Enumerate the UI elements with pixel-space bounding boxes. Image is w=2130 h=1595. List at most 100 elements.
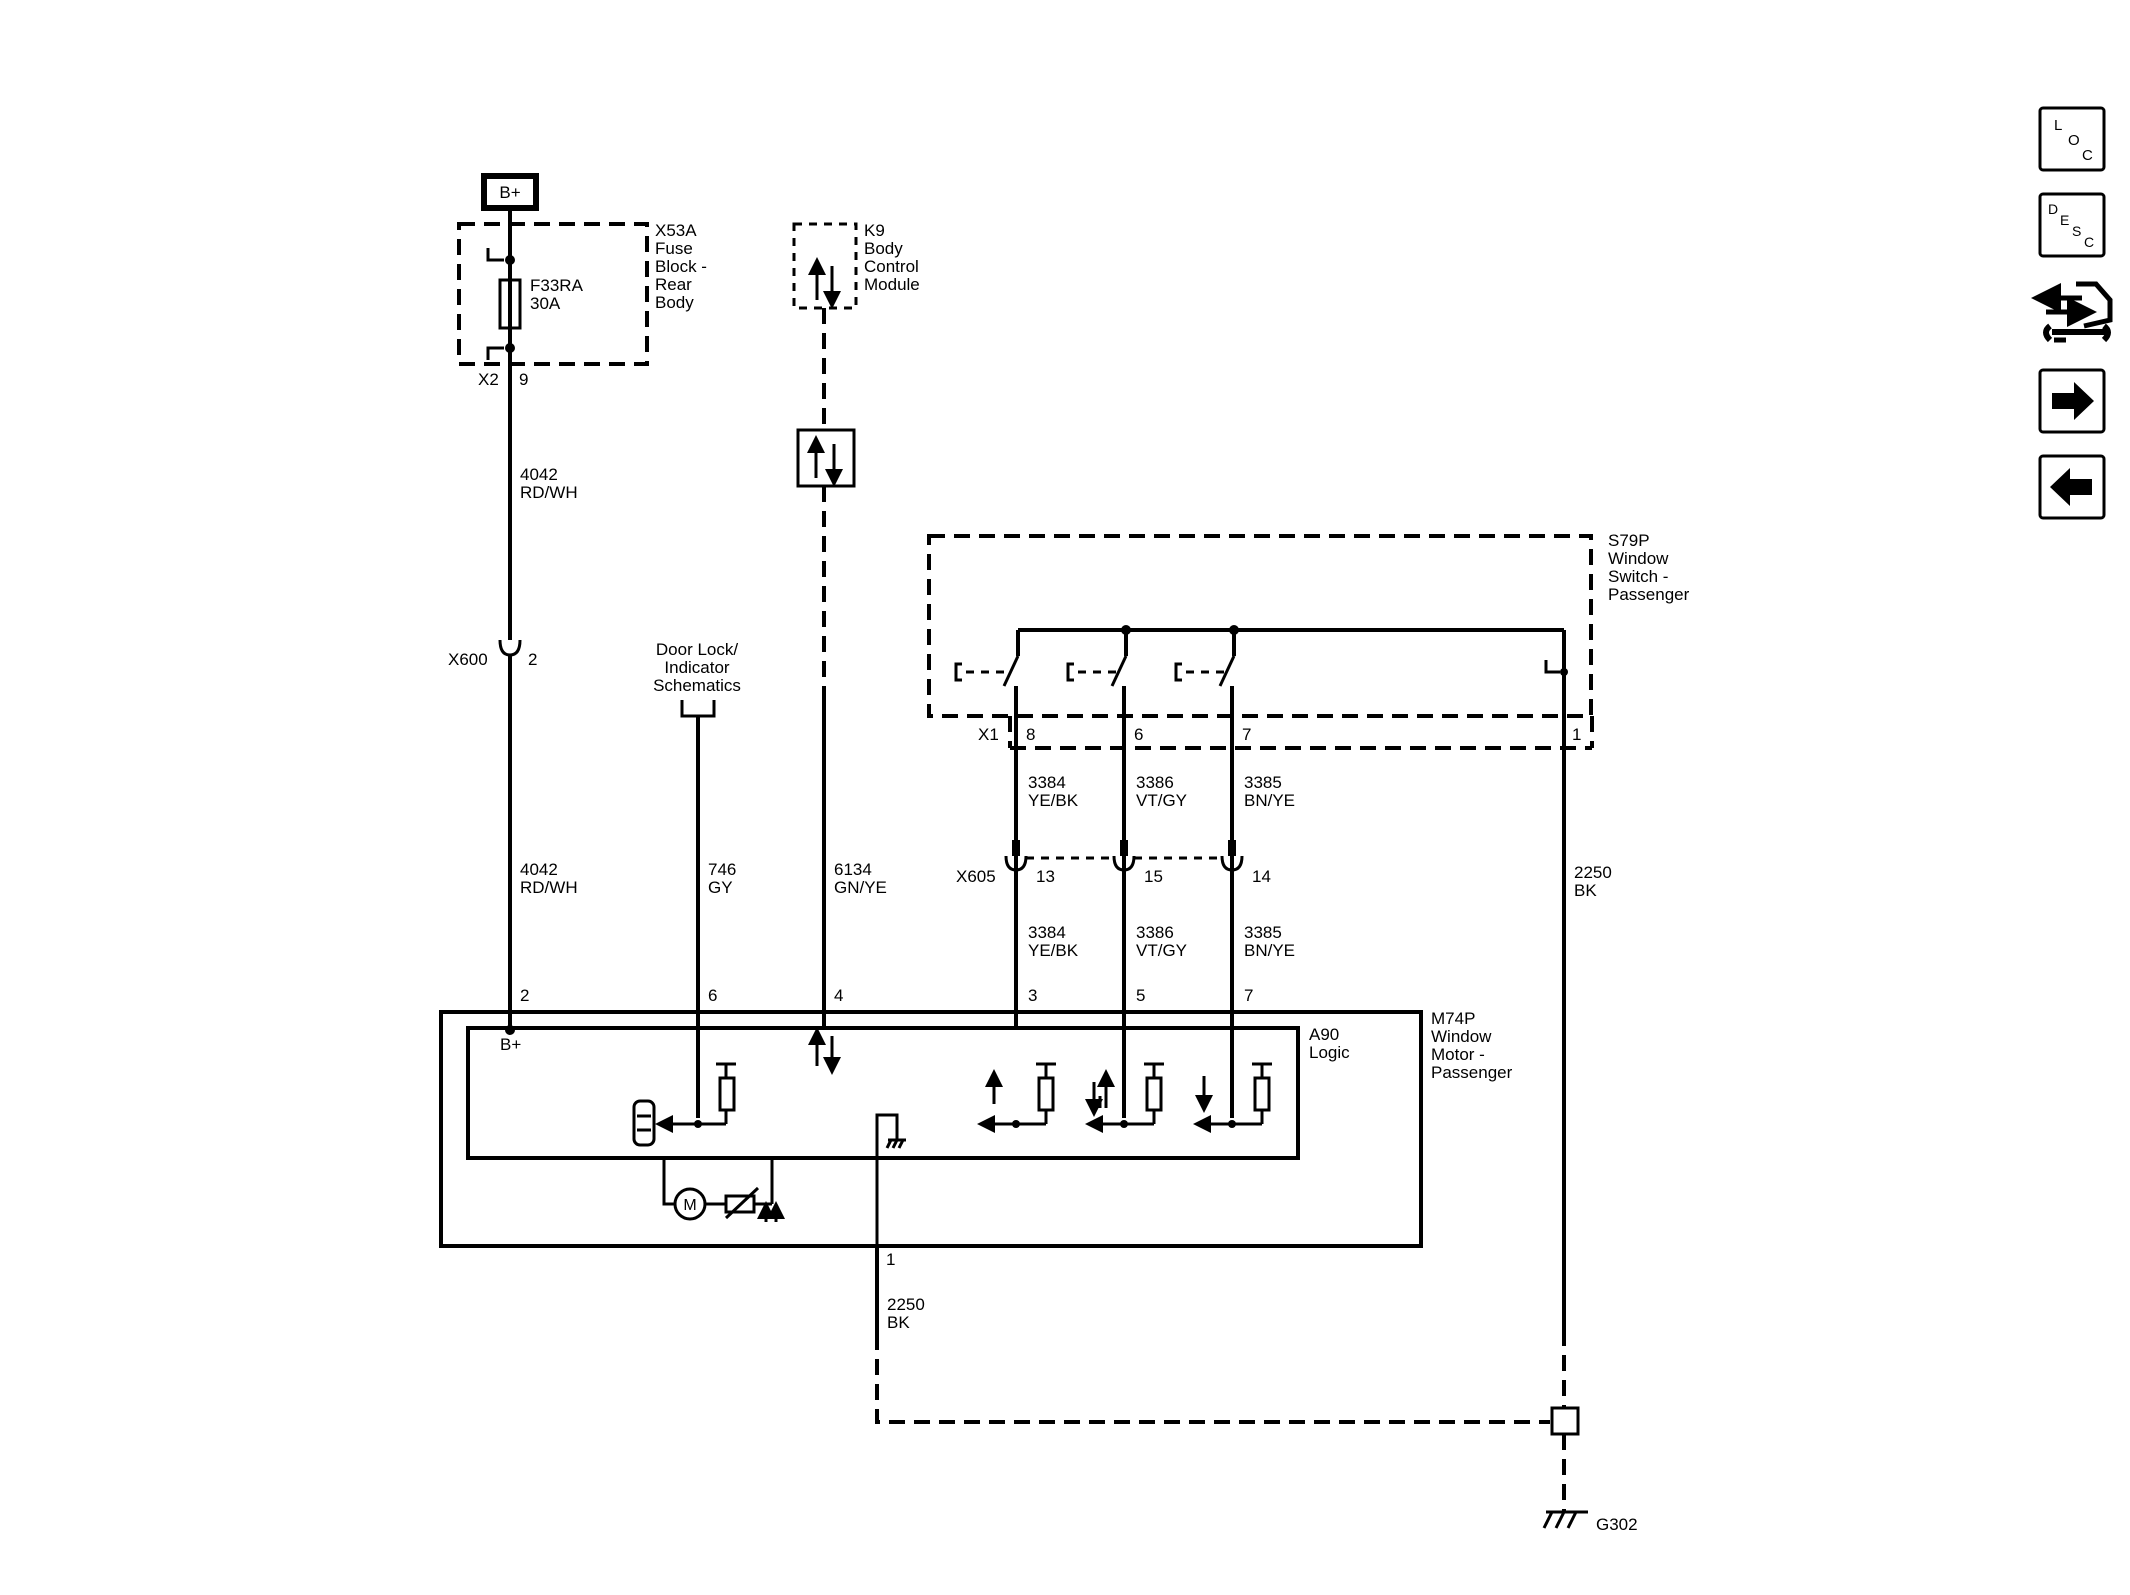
motor-line-1: M74P xyxy=(1431,1009,1475,1028)
x605-pin-13: 13 xyxy=(1036,867,1055,886)
motor-pin-5: 5 xyxy=(1136,986,1145,1005)
pullup-resistor-1 xyxy=(698,1062,736,1126)
motor-pin-7: 7 xyxy=(1244,986,1253,1005)
wire-3386-lower-circuit: 3386 xyxy=(1136,923,1174,942)
wire-3384-upper-color: YE/BK xyxy=(1028,791,1079,810)
window-switch: S79P Window Switch - Passenger X1 8 6 7 … xyxy=(927,531,1690,1118)
fuse-block-line-1: X53A xyxy=(655,221,697,240)
loc-button[interactable]: L O C xyxy=(2038,106,2106,172)
wire-3386-upper-circuit: 3386 xyxy=(1136,773,1174,792)
x605-pin-14: 14 xyxy=(1252,867,1271,886)
ground-splice xyxy=(1550,1406,1580,1512)
wire-2250-motor-circuit: 2250 xyxy=(887,1295,925,1314)
fuse-block-line-4: Rear xyxy=(655,275,692,294)
logic-bplus-label: B+ xyxy=(500,1035,521,1054)
motor-line-4: Passenger xyxy=(1431,1063,1513,1082)
wire-3384-upper-circuit: 3384 xyxy=(1028,773,1066,792)
motor-pin-6: 6 xyxy=(708,986,717,1005)
x605-pin-15: 15 xyxy=(1144,867,1163,886)
down-input-icon xyxy=(1193,1062,1272,1133)
wire-3384-lower-circuit: 3384 xyxy=(1028,923,1066,942)
x605-connector: X605 13 15 14 xyxy=(956,840,1271,886)
desc-letter-1: D xyxy=(2048,201,2058,217)
bcm-line-2: Body xyxy=(864,239,903,258)
window-switch-line-4: Passenger xyxy=(1608,585,1690,604)
wire-3384-lower-color: YE/BK xyxy=(1028,941,1079,960)
window-switch-pin-7: 7 xyxy=(1242,725,1251,744)
motor-line-3: Motor - xyxy=(1431,1045,1485,1064)
fuse-block-line-5: Body xyxy=(655,293,694,312)
wire-3385-lower-color: BN/YE xyxy=(1244,941,1295,960)
wire-2250-motor-color: BK xyxy=(887,1313,910,1332)
motor-pin-3: 3 xyxy=(1028,986,1037,1005)
motor-ground-pin: 1 xyxy=(886,1250,895,1269)
door-lock-indicator-icon xyxy=(632,1099,656,1147)
window-switch-pin-8: 8 xyxy=(1026,725,1035,744)
logic-line-2: Logic xyxy=(1309,1043,1350,1062)
wire-6134-color: GN/YE xyxy=(834,878,887,897)
window-motor: 2 6 4 3 5 7 M74P Window Motor - Passenge… xyxy=(439,986,1513,1269)
battery-supply: B+ xyxy=(481,173,539,211)
serial-data-symbol xyxy=(796,428,856,488)
motor-pin-4: 4 xyxy=(834,986,843,1005)
door-lock-line-1: Door Lock/ xyxy=(656,640,738,659)
bcm-line-4: Module xyxy=(864,275,920,294)
connector-tool-icon[interactable] xyxy=(2031,281,2113,343)
loc-letter-1: L xyxy=(2054,117,2062,134)
wire-4042-upper-color: RD/WH xyxy=(520,483,578,502)
window-switch-connector: X1 xyxy=(978,725,999,744)
wire-4042-lower-circuit: 4042 xyxy=(520,860,558,879)
door-lock-line-2: Indicator xyxy=(664,658,730,677)
motor-pin-2: 2 xyxy=(520,986,529,1005)
battery-label: B+ xyxy=(499,183,520,202)
fuse-symbol xyxy=(498,278,522,330)
wire-3385-upper-color: BN/YE xyxy=(1244,791,1295,810)
wire-746-color: GY xyxy=(708,878,733,897)
express-input-icon xyxy=(1085,1062,1164,1133)
window-switch-pin-6: 6 xyxy=(1134,725,1143,744)
wire-3386-lower-color: VT/GY xyxy=(1136,941,1187,960)
window-switch-pin-1: 1 xyxy=(1572,725,1581,744)
wire-4042-upper-circuit: 4042 xyxy=(520,465,558,484)
logic-line-1: A90 xyxy=(1309,1025,1339,1044)
wire-3386-upper-color: VT/GY xyxy=(1136,791,1187,810)
wire-4042-lower-color: RD/WH xyxy=(520,878,578,897)
arrow-right-icon[interactable] xyxy=(2038,368,2106,434)
x600-pin: 2 xyxy=(528,650,537,669)
wire-2250-right-circuit: 2250 xyxy=(1574,863,1612,882)
motor-symbol-label: M xyxy=(683,1197,696,1214)
serial-data-inside-icon xyxy=(808,1027,841,1075)
x605-name: X605 xyxy=(956,867,996,886)
door-lock-line-3: Schematics xyxy=(653,676,741,695)
desc-button[interactable]: D E S C xyxy=(2038,192,2106,258)
wire-3385-lower-circuit: 3385 xyxy=(1244,923,1282,942)
x600-connector: X600 2 xyxy=(448,630,537,669)
up-input-icon xyxy=(977,1062,1056,1133)
window-switch-line-3: Switch - xyxy=(1608,567,1668,586)
x600-name: X600 xyxy=(448,650,488,669)
desc-letter-3: S xyxy=(2072,223,2081,239)
wire-6134-circuit: 6134 xyxy=(834,860,872,879)
fuse-rating: 30A xyxy=(530,294,561,313)
ground-g302: G302 xyxy=(1542,1510,1638,1534)
fuse-name: F33RA xyxy=(530,276,584,295)
wire-2250-right-color: BK xyxy=(1574,881,1597,900)
motor-line-2: Window xyxy=(1431,1027,1492,1046)
fuse-block: F33RA 30A X53A Fuse Block - Rear Body X2… xyxy=(457,211,707,389)
fuse-block-connector: X2 xyxy=(478,370,499,389)
desc-letter-4: C xyxy=(2084,234,2094,250)
arrow-left-icon[interactable] xyxy=(2038,454,2106,520)
window-switch-line-1: S79P xyxy=(1608,531,1650,550)
ground-name: G302 xyxy=(1596,1515,1638,1534)
fuse-block-line-3: Block - xyxy=(655,257,707,276)
desc-letter-2: E xyxy=(2060,212,2069,228)
wire-3385-upper-circuit: 3385 xyxy=(1244,773,1282,792)
wire-2250-motor-dashed xyxy=(875,1334,1550,1424)
bcm-line-3: Control xyxy=(864,257,919,276)
door-lock-reference: Door Lock/ Indicator Schematics xyxy=(653,640,741,718)
bcm-module: K9 Body Control Module xyxy=(792,221,920,310)
loc-letter-2: O xyxy=(2068,132,2080,149)
bcm-line-1: K9 xyxy=(864,221,885,240)
window-switch-line-2: Window xyxy=(1608,549,1669,568)
